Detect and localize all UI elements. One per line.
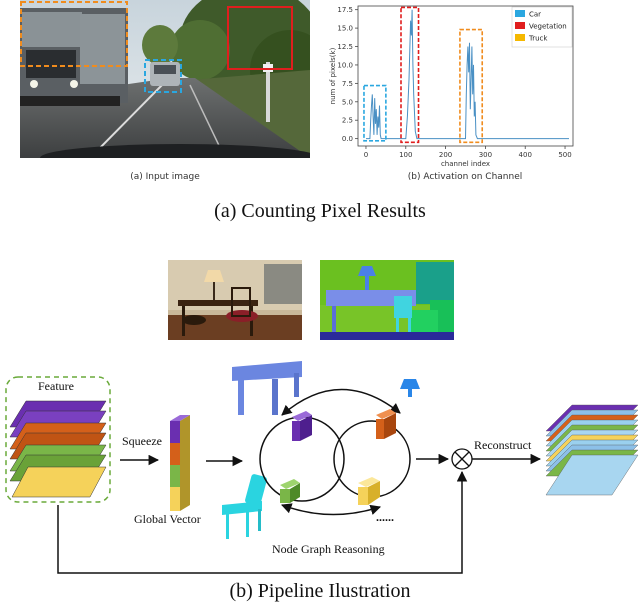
activation-chart-caption: (b) Activation on Channel xyxy=(407,172,523,182)
node-green xyxy=(280,479,300,503)
y-tick-label: 7.5 xyxy=(342,80,353,88)
plot-frame xyxy=(357,5,574,147)
y-tick-label: 0.0 xyxy=(342,135,353,143)
activation-chart: 0 100 200 300 400 500 0.0 2.5 5.0 7.5 10.0 12.5 15.0… xyxy=(325,0,585,172)
lamp-silhouette xyxy=(400,379,420,397)
input-image xyxy=(20,0,310,158)
activation-chart-svg: 0 100 200 300 400 500 0.0 2.5 5.0 7.5 10.0 12.5 15.0… xyxy=(329,5,574,168)
node-orange xyxy=(376,409,396,439)
global-vector-label: Global Vector xyxy=(134,512,201,526)
y-tick-label: 10.0 xyxy=(337,61,353,69)
chair-silhouette xyxy=(222,474,267,539)
x-tick-label: 100 xyxy=(399,151,412,159)
feature-label: Feature xyxy=(38,379,74,393)
feature-box xyxy=(5,376,111,503)
output-stack xyxy=(545,404,639,496)
legend-entry: Car xyxy=(529,11,541,19)
legend-entry: Vegetation xyxy=(529,23,567,31)
truck-highlight-box xyxy=(459,28,484,144)
legend-swatch xyxy=(515,34,525,41)
node-yellow xyxy=(358,477,380,505)
y-tick-label: 2.5 xyxy=(342,117,353,125)
reconstruct-label: Reconstruct xyxy=(474,438,532,452)
input-image-caption: (a) Input image xyxy=(130,172,200,182)
room-scene xyxy=(168,260,302,340)
node-purple xyxy=(292,411,312,441)
vegetation-highlight-box xyxy=(400,6,420,144)
table-silhouette xyxy=(232,361,302,415)
pipeline-diagram xyxy=(5,361,639,574)
segmentation-map xyxy=(320,260,454,340)
y-tick-label: 17.5 xyxy=(337,6,353,14)
x-axis-label: channel index xyxy=(441,160,490,168)
x-tick-label: 0 xyxy=(364,151,368,159)
part-a-title: (a) Counting Pixel Results xyxy=(214,200,426,222)
series-line-0 xyxy=(366,9,569,140)
x-tick-label: 200 xyxy=(439,151,452,159)
legend-entry: Truck xyxy=(528,35,548,43)
squeeze-label: Squeeze xyxy=(122,434,162,448)
x-tick-label: 300 xyxy=(479,151,492,159)
street-scene xyxy=(20,0,310,158)
y-tick-label: 12.5 xyxy=(337,43,353,51)
multiply-operator xyxy=(451,448,473,470)
room-photo xyxy=(168,260,302,340)
segmentation-scene xyxy=(320,260,454,340)
y-tick-label: 5.0 xyxy=(342,98,353,106)
graph-ellipsis: ...... xyxy=(376,510,394,524)
x-tick-label: 500 xyxy=(558,151,571,159)
legend-swatch xyxy=(515,22,525,29)
node-graph-label: Node Graph Reasoning xyxy=(272,542,385,556)
feature-stack xyxy=(9,400,107,498)
car-highlight-box xyxy=(363,84,387,142)
x-tick-label: 400 xyxy=(519,151,532,159)
global-vector xyxy=(170,415,190,511)
part-b-title: (b) Pipeline Ilustration xyxy=(229,580,411,602)
legend-swatch xyxy=(515,10,525,17)
y-tick-label: 15.0 xyxy=(337,25,353,33)
y-axis-label: num of pixels(k) xyxy=(329,47,337,104)
